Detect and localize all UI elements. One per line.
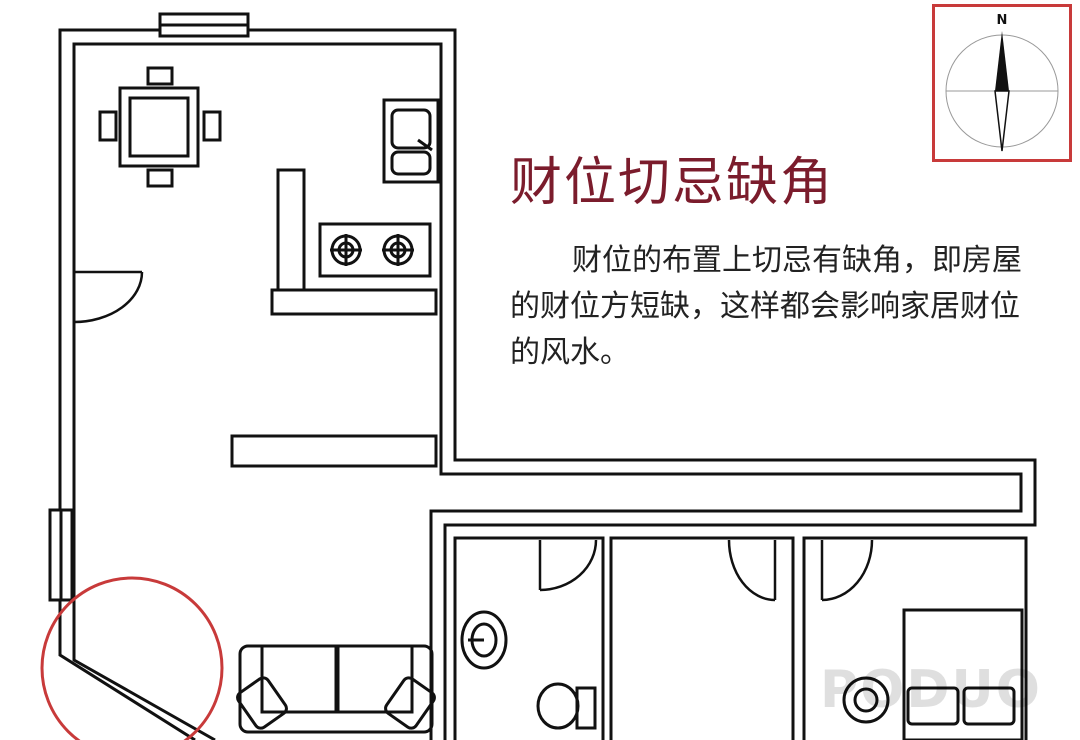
dining-table-icon: [98, 66, 222, 188]
north-label: N: [996, 13, 1008, 28]
bathroom-sink-icon: [460, 610, 508, 670]
watermark: PODUO: [820, 660, 1042, 720]
kitchen-sink-icon: [382, 98, 440, 184]
toilet-icon: [536, 682, 597, 730]
bedroom-walls: [802, 536, 1028, 740]
bathroom-walls: [453, 536, 605, 740]
kitchen-counter: [270, 288, 438, 316]
bedside-table-icon: [842, 676, 890, 724]
partition-wall: [230, 434, 438, 468]
description-text: 财位的布置上切忌有缺角，即房屋的财位方短缺，这样都会影响家居财位的风水。: [510, 243, 1022, 370]
stove-icon: [318, 222, 432, 278]
bed-icon: [902, 608, 1024, 740]
middle-room-walls: [609, 536, 795, 740]
outer-walls: [58, 28, 1037, 740]
door-arc-icon: [538, 539, 874, 602]
entrance-door-arc: [73, 270, 144, 324]
kitchen-wall-vertical: [276, 168, 306, 292]
page-title: 财位切忌缺角: [510, 153, 835, 213]
compass-icon: N: [932, 4, 1072, 162]
sofa-icon: [236, 644, 436, 734]
compass-rose: [945, 31, 1059, 152]
missing-corner-highlight: [40, 576, 224, 740]
